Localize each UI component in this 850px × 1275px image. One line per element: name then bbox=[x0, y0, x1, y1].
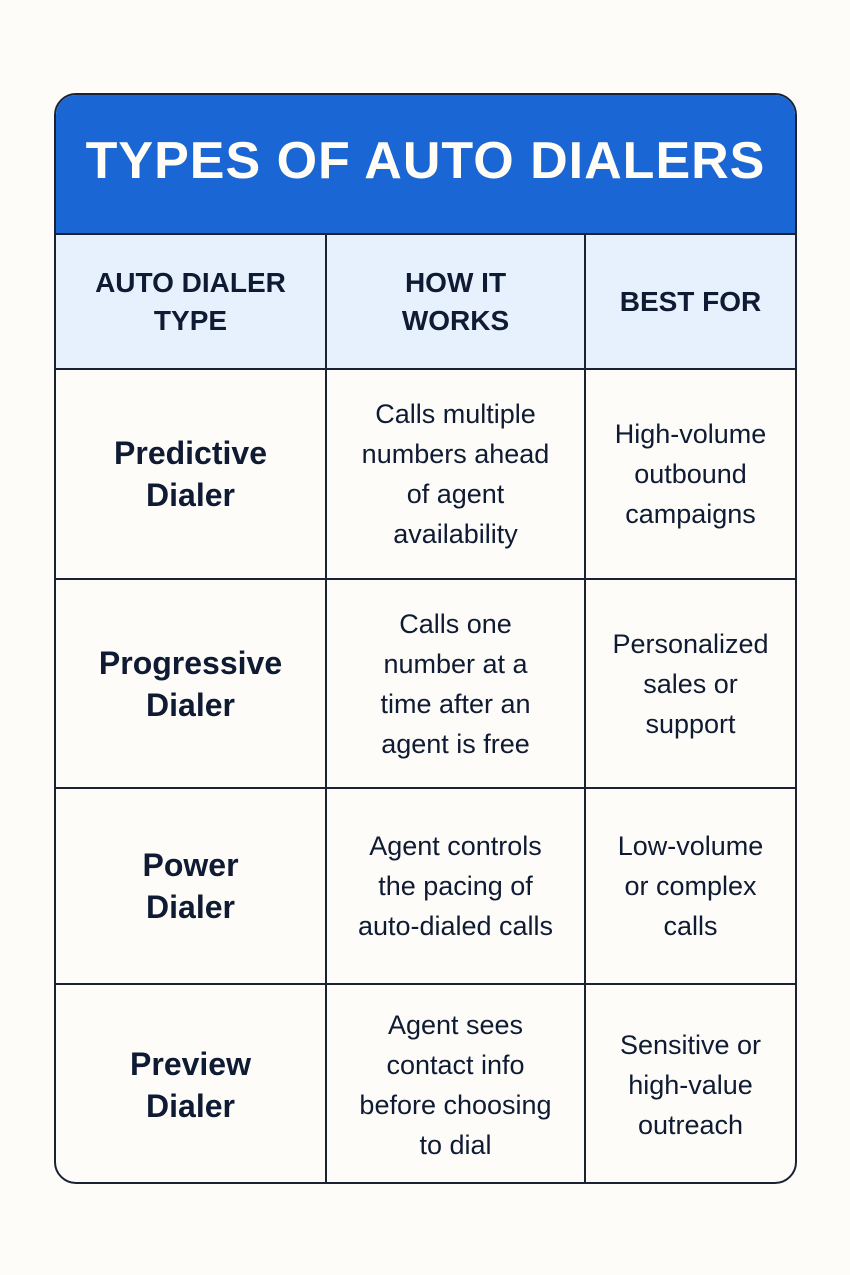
table-row-progressive: Progressive Dialer Calls one number at a… bbox=[56, 578, 795, 789]
best-for-cell: Personalized sales or support bbox=[584, 578, 795, 789]
cell-line: Progressive bbox=[98, 644, 283, 681]
cell-line: number at a bbox=[383, 648, 528, 679]
cell-line: Dialer bbox=[146, 477, 235, 513]
cell-line: Agent sees bbox=[387, 1009, 524, 1040]
cell-line: contact info bbox=[386, 1049, 525, 1080]
how-it-works-cell: Agent controls the pacing of auto-dialed… bbox=[325, 787, 586, 985]
title-band: TYPES OF AUTO DIALERS bbox=[56, 95, 795, 235]
cell-line: auto-dialed calls bbox=[357, 911, 554, 941]
cell-line: Dialer bbox=[146, 889, 235, 925]
cell-line: of agent bbox=[406, 479, 505, 509]
column-header-line: WORKS bbox=[401, 304, 510, 336]
cell-line: support bbox=[645, 708, 736, 739]
cell-line: numbers ahead bbox=[361, 439, 550, 469]
cell-line: Agent controls bbox=[369, 831, 542, 861]
column-header-line: HOW IT bbox=[404, 266, 507, 298]
comparison-table: AUTO DIALER TYPE HOW IT WORKS BEST FOR P… bbox=[56, 235, 795, 1182]
cell-line: outbound bbox=[634, 459, 747, 489]
cell-line: Preview bbox=[130, 1045, 251, 1082]
column-header-line: BEST FOR bbox=[619, 285, 762, 317]
cell-line: calls bbox=[663, 911, 718, 941]
cell-line: high-value bbox=[628, 1069, 753, 1100]
cell-line: Predictive bbox=[114, 435, 267, 471]
best-for-cell: High-volume outbound campaigns bbox=[584, 368, 795, 580]
table-row-power: Power Dialer Agent controls the pacing o… bbox=[56, 787, 795, 985]
table-row-preview: Preview Dialer Agent sees contact info b… bbox=[56, 983, 795, 1182]
cell-line: Dialer bbox=[146, 686, 235, 723]
cell-line: the pacing of bbox=[378, 871, 533, 901]
column-header-line: TYPE bbox=[153, 304, 228, 336]
cell-line: to dial bbox=[419, 1129, 492, 1160]
cell-line: availability bbox=[393, 519, 518, 549]
column-header-line: AUTO DIALER bbox=[95, 266, 286, 298]
cell-line: or complex bbox=[624, 871, 757, 901]
cell-line: Sensitive or bbox=[619, 1029, 762, 1060]
cell-line: campaigns bbox=[625, 499, 756, 529]
cell-line: High-volume bbox=[614, 419, 767, 449]
cell-line: Dialer bbox=[146, 1087, 235, 1124]
cell-line: sales or bbox=[643, 668, 738, 699]
how-it-works-cell: Calls multiple numbers ahead of agent av… bbox=[325, 368, 586, 580]
dialer-type-cell: Power Dialer bbox=[56, 787, 327, 985]
cell-line: agent is free bbox=[381, 728, 530, 759]
best-for-cell: Sensitive or high-value outreach bbox=[584, 983, 795, 1182]
how-it-works-cell: Calls one number at a time after an agen… bbox=[325, 578, 586, 789]
column-header-how: HOW IT WORKS bbox=[325, 235, 586, 370]
cell-line: Calls multiple bbox=[375, 399, 536, 429]
cell-line: Low-volume bbox=[617, 831, 764, 861]
how-it-works-cell: Agent sees contact info before choosing … bbox=[325, 983, 586, 1182]
auto-dialer-table-card: TYPES OF AUTO DIALERS AUTO DIALER TYPE H… bbox=[54, 93, 797, 1184]
cell-line: before choosing bbox=[359, 1089, 552, 1120]
table-row-predictive: Predictive Dialer Calls multiple numbers… bbox=[56, 368, 795, 580]
cell-line: outreach bbox=[637, 1109, 744, 1140]
cell-line: Calls one bbox=[399, 608, 512, 639]
column-header-best: BEST FOR bbox=[584, 235, 795, 370]
cell-line: Power bbox=[142, 847, 239, 883]
dialer-type-cell: Progressive Dialer bbox=[56, 578, 327, 789]
header-row: AUTO DIALER TYPE HOW IT WORKS BEST FOR bbox=[56, 235, 795, 370]
dialer-type-cell: Predictive Dialer bbox=[56, 368, 327, 580]
cell-line: time after an bbox=[380, 688, 531, 719]
column-header-type: AUTO DIALER TYPE bbox=[56, 235, 327, 370]
cell-line: Personalized bbox=[612, 628, 769, 659]
page-title: TYPES OF AUTO DIALERS bbox=[85, 132, 766, 190]
best-for-cell: Low-volume or complex calls bbox=[584, 787, 795, 985]
dialer-type-cell: Preview Dialer bbox=[56, 983, 327, 1182]
